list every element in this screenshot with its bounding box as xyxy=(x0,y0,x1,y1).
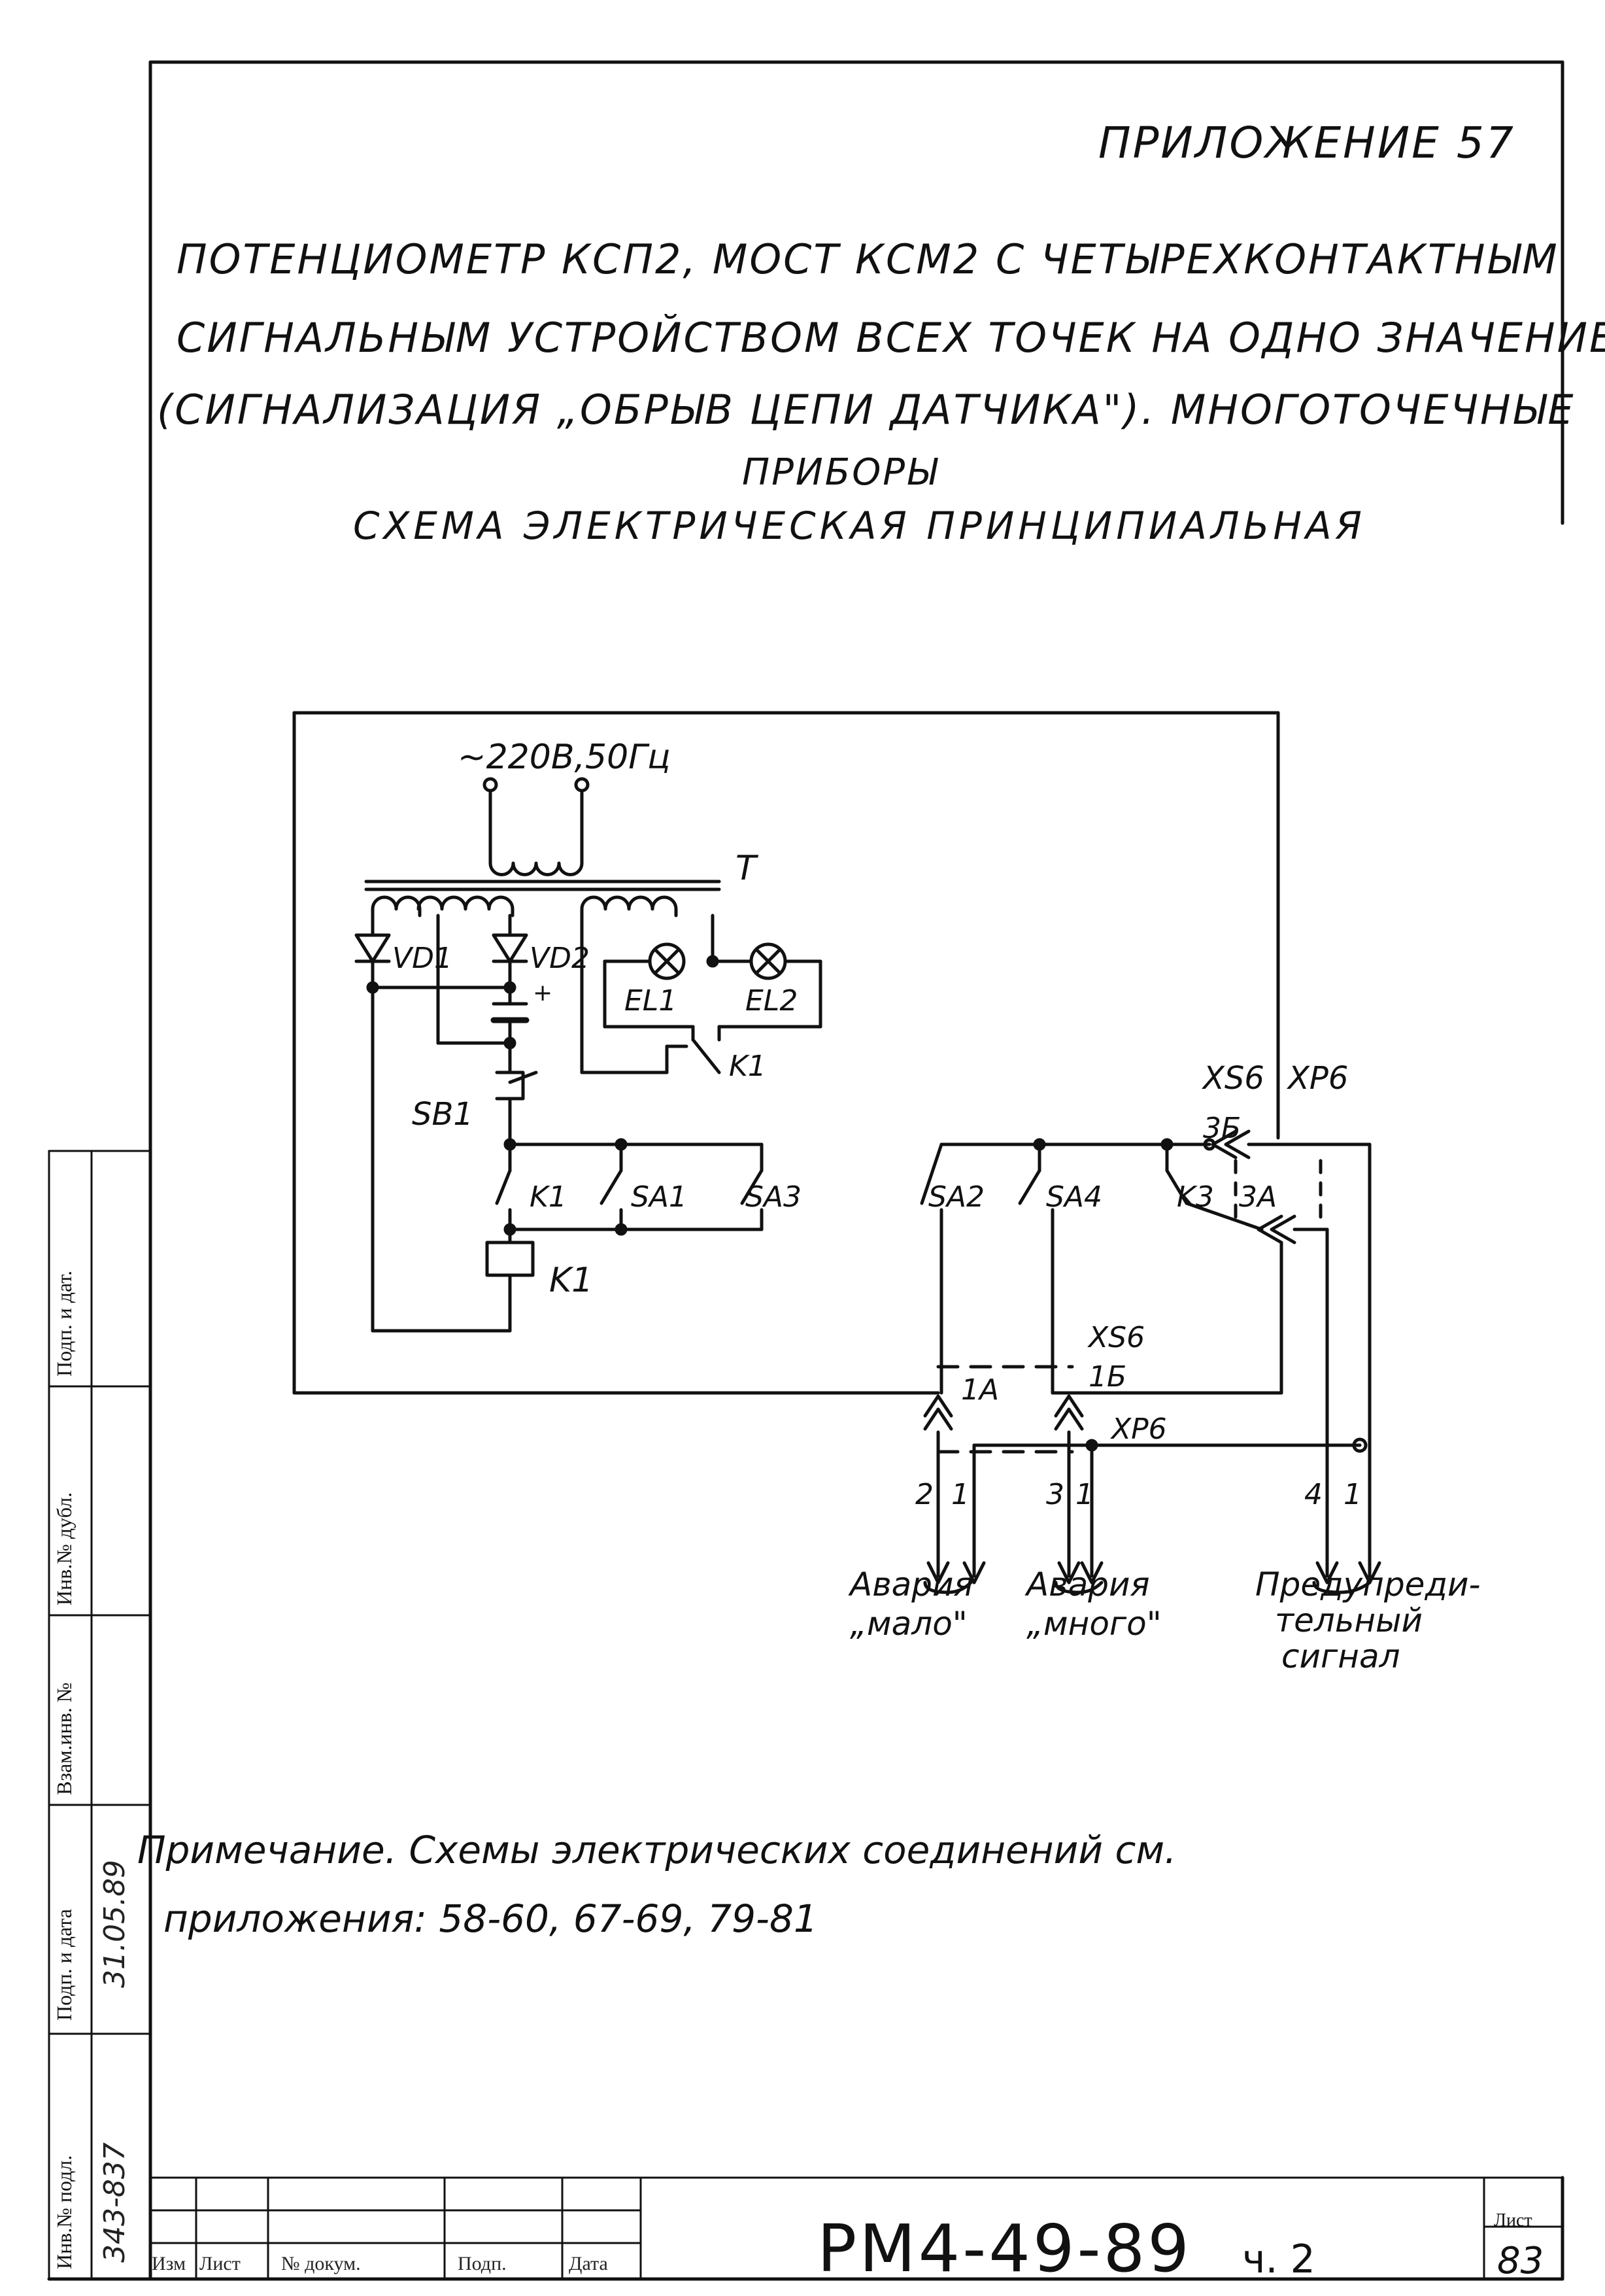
col-doc-number: № докум. xyxy=(281,2253,361,2274)
transformer-T xyxy=(364,777,721,917)
note-line-1: Примечание. Схемы электрических соединен… xyxy=(137,1828,1177,1872)
label-XS6-top: XS6 xyxy=(1201,1060,1264,1097)
label-XP6-top: XP6 xyxy=(1286,1060,1348,1097)
diagram-labels: ~220В,50Гц T VD1 VD2 + EL1 EL2 K1 SB1 K1… xyxy=(392,738,1481,1675)
label-1B: 1Б xyxy=(1089,1360,1126,1394)
title-block-frame xyxy=(149,2176,1564,2280)
title-line-4: ПРИБОРЫ xyxy=(742,451,939,494)
sheet-number: 83 xyxy=(1497,2240,1544,2282)
signature-date: 31.05.89 xyxy=(98,1860,131,1988)
supply-label: ~220В,50Гц xyxy=(458,738,671,777)
wire-number-1c: 1 xyxy=(1343,1478,1362,1511)
output-warn-line2: тельный xyxy=(1275,1602,1423,1639)
label-EL2: EL2 xyxy=(745,984,798,1018)
device-box xyxy=(292,711,1280,1395)
title-line-3: (СИГНАЛИЗАЦИЯ „ОБРЫВ ЦЕПИ ДАТЧИКА"). МНО… xyxy=(157,386,1576,434)
side-label-sign-date: Подп. и дата xyxy=(52,1909,76,2021)
label-3B: 3Б xyxy=(1203,1112,1241,1145)
label-SB1: SB1 xyxy=(412,1096,473,1133)
output-warn-line1: Предупреди- xyxy=(1255,1566,1481,1603)
label-SA1: SA1 xyxy=(631,1180,687,1214)
label-T: T xyxy=(735,849,759,888)
label-K1-coil: K1 xyxy=(549,1261,593,1300)
note-line-2: приложения: 58-60, 67-69, 79-81 xyxy=(163,1896,818,1941)
label-VD2: VD2 xyxy=(530,942,590,975)
col-date: Дата xyxy=(569,2253,608,2274)
rectifier-circuit xyxy=(354,914,822,1333)
label-SA2: SA2 xyxy=(928,1180,985,1214)
output-low-line1: Авария xyxy=(848,1566,973,1603)
side-label-inv-duplicate: Инв.№ дубл. xyxy=(52,1492,76,1605)
signal-circuit xyxy=(920,1129,1381,1594)
col-change: Изм xyxy=(152,2253,186,2274)
side-label-replace-inv: Взам.инв. № xyxy=(52,1682,76,1795)
appendix-label: ПРИЛОЖЕНИЕ 57 xyxy=(1098,118,1515,168)
wire-number-4: 4 xyxy=(1304,1478,1323,1511)
document-number: РМ4-49-89 xyxy=(817,2210,1192,2287)
sheet-label: Лист xyxy=(1494,2210,1532,2231)
title-line-1: ПОТЕНЦИОМЕТР КСП2, МОСТ КСМ2 С ЧЕТЫРЕХКО… xyxy=(177,235,1559,283)
wire-number-3: 3 xyxy=(1046,1478,1064,1511)
label-SA4: SA4 xyxy=(1046,1180,1102,1214)
side-label-sign-date-2: Подп. и дат. xyxy=(52,1271,76,1377)
label-1A: 1А xyxy=(961,1373,999,1407)
col-sheet: Лист xyxy=(199,2253,241,2274)
title-line-5: СХЕМА ЭЛЕКТРИЧЕСКАЯ ПРИНЦИПИАЛЬНАЯ xyxy=(353,504,1366,548)
label-SA3: SA3 xyxy=(745,1180,802,1214)
output-warn-line3: сигнал xyxy=(1281,1637,1400,1675)
inventory-number: 343-837 xyxy=(98,2142,131,2263)
side-stamp-frame xyxy=(48,1150,152,2280)
output-low-line2: „мало" xyxy=(850,1605,968,1643)
wire-number-1a: 1 xyxy=(951,1478,970,1511)
label-K1-contact: K1 xyxy=(729,1050,766,1083)
output-high-line1: Авария xyxy=(1024,1566,1150,1603)
title-line-2: СИГНАЛЬНЫМ УСТРОЙСТВОМ ВСЕХ ТОЧЕК НА ОДН… xyxy=(177,314,1605,362)
col-signature: Подп. xyxy=(458,2253,507,2274)
label-XS6-bottom: XS6 xyxy=(1087,1321,1145,1354)
document-part: ч. 2 xyxy=(1242,2236,1315,2282)
wire-number-2: 2 xyxy=(915,1478,934,1511)
label-K1-switch: K1 xyxy=(530,1180,567,1214)
label-XP6-bottom: XP6 xyxy=(1110,1413,1167,1446)
label-EL1: EL1 xyxy=(624,984,677,1018)
output-high-line2: „много" xyxy=(1026,1605,1162,1643)
label-K3: K3 xyxy=(1177,1180,1214,1214)
label-plus: + xyxy=(533,980,552,1006)
label-VD1: VD1 xyxy=(392,942,452,975)
page-frame xyxy=(47,60,1564,2281)
label-3A: 3А xyxy=(1239,1180,1277,1214)
side-label-inv-original: Инв.№ подл. xyxy=(52,2155,76,2269)
wire-number-1b: 1 xyxy=(1075,1478,1094,1511)
